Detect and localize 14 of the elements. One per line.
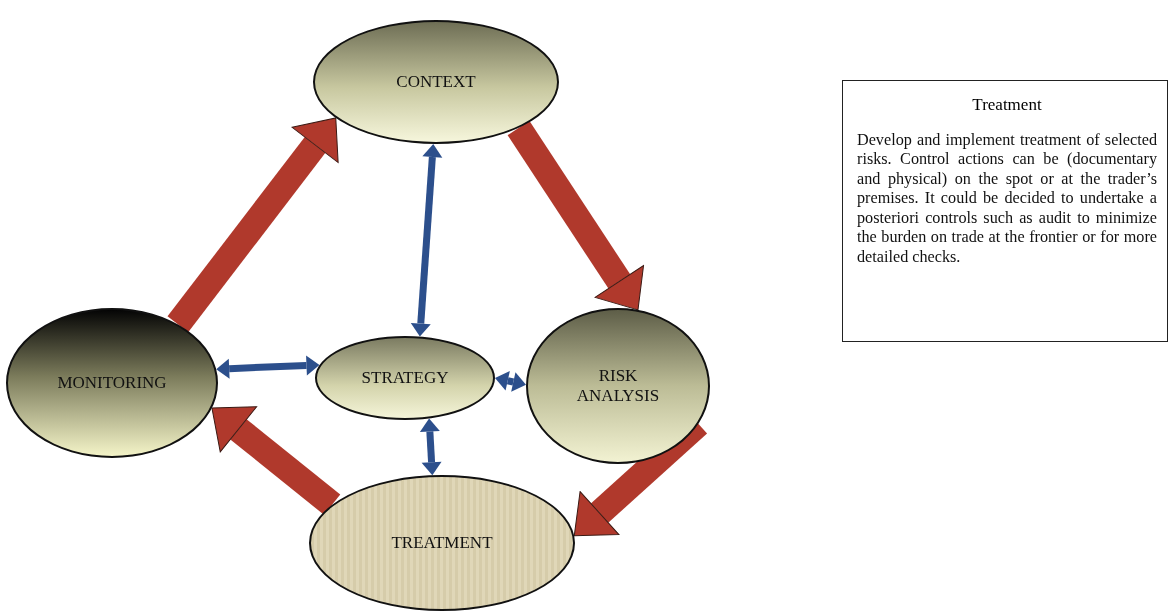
double-arrow (410, 144, 443, 337)
node-label: RISK ANALYSIS (575, 366, 661, 406)
text-box (842, 80, 1168, 342)
node-label: STRATEGY (361, 368, 449, 388)
box-heading: Treatment (972, 95, 1042, 115)
node-label: TREATMENT (391, 533, 493, 553)
box-paragraph: Develop and implement treatment of selected risks. Control actions can be (documentary and physical) on the spot or at the trader’s premises. It could be decided to undertake a posteriori controls such as audit to minimize the burden on trade at the frontier or for more detailed checks. (857, 131, 1157, 268)
node-label: MONITORING (57, 373, 167, 393)
block-arrow (507, 120, 645, 311)
double-arrow (495, 371, 526, 392)
block-arrow (167, 117, 339, 333)
block-arrow (211, 406, 341, 515)
node-label: CONTEXT (396, 72, 476, 92)
double-arrow (419, 418, 442, 476)
